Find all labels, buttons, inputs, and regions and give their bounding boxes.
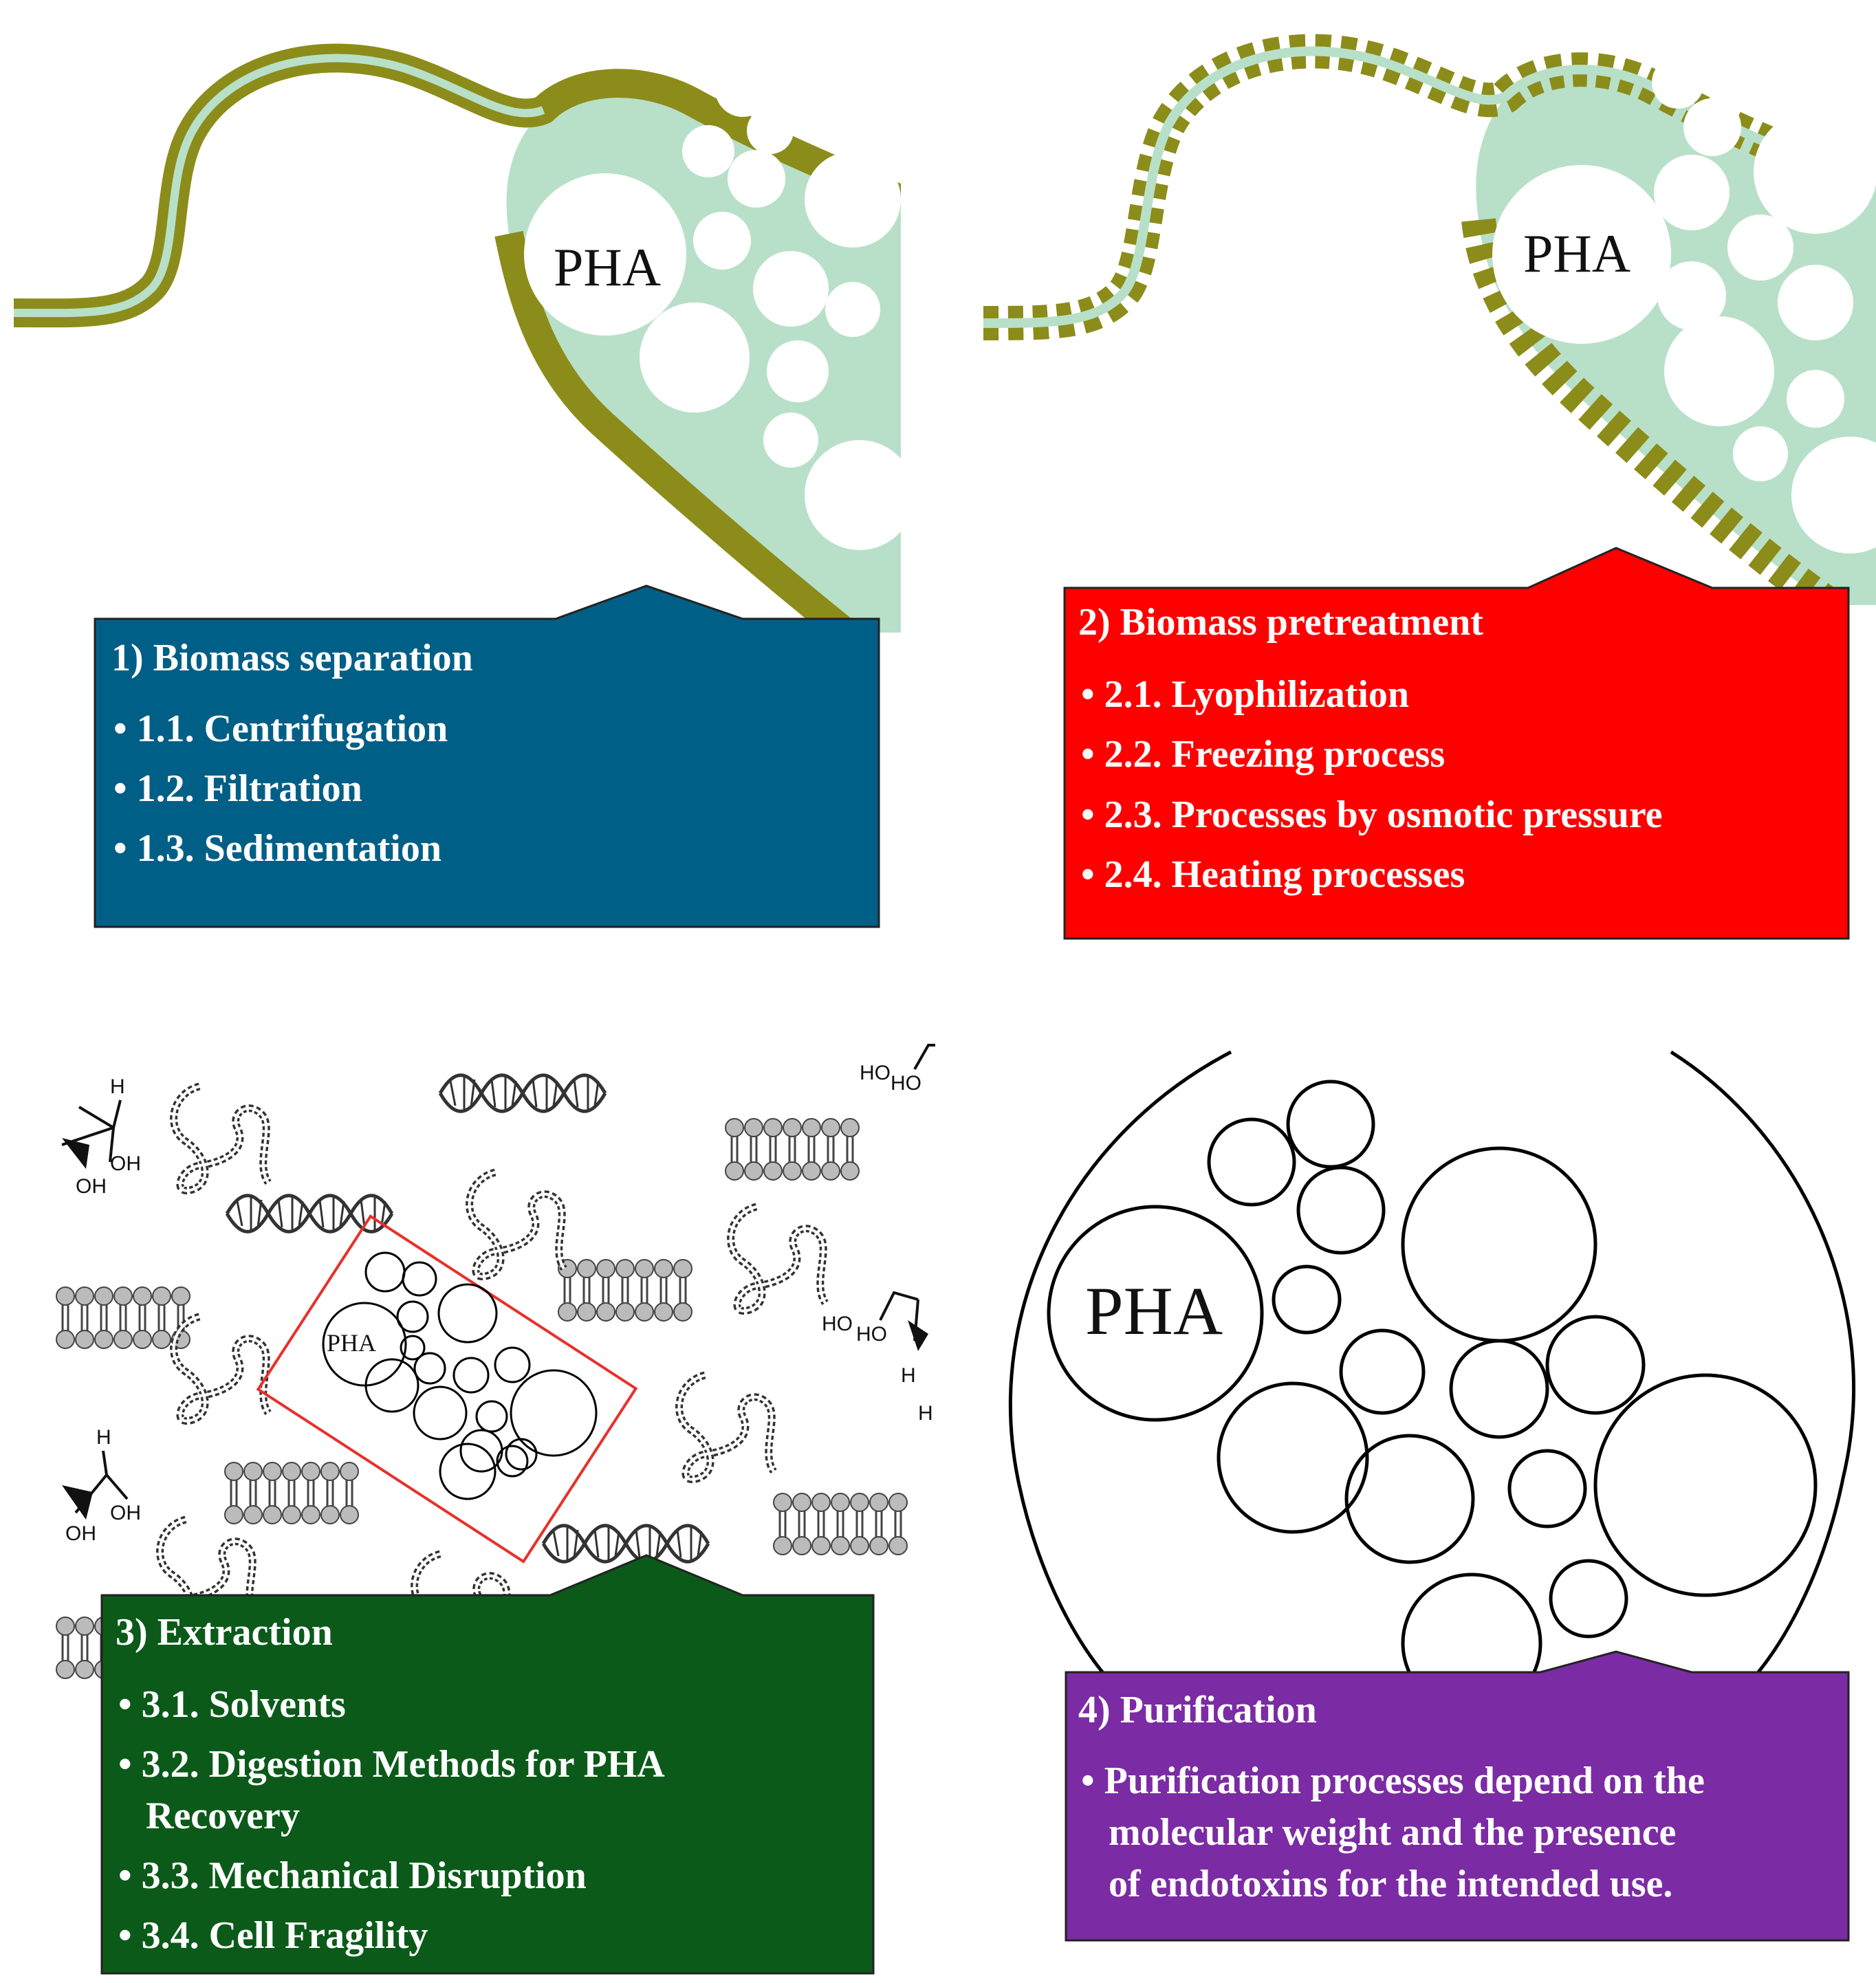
cell-boundary <box>1008 1050 1856 1700</box>
svg-text:OH: OH <box>65 1522 96 1545</box>
lipid-bilayer-icon <box>724 1117 860 1181</box>
svg-text:HO: HO <box>891 1072 921 1095</box>
pha-label: PHA <box>554 237 661 297</box>
dna-icon <box>440 1075 605 1112</box>
svg-text:OH: OH <box>76 1175 107 1198</box>
body-line: • Purification processes depend on the <box>1081 1760 1705 1802</box>
body-line: molecular weight and the presence <box>1109 1811 1676 1854</box>
protein-icon <box>731 1207 825 1311</box>
cell-wall-inner-line <box>13 54 545 318</box>
pha-label: PHA <box>327 1329 376 1357</box>
callout-title: 2) Biomass pretreatment <box>1078 601 1483 644</box>
svg-text:H: H <box>96 1426 111 1449</box>
body-line: of endotoxins for the intended use. <box>1109 1863 1672 1905</box>
list-item: • 2.2. Freezing process <box>1081 733 1445 776</box>
glycerol-molecule-icon: H OH OH <box>61 1075 141 1198</box>
panel-biomass-separation: PHA <box>13 43 901 633</box>
pha-label: PHA <box>1085 1273 1223 1349</box>
callout-title: 4) Purification <box>1078 1689 1317 1731</box>
protein-icon <box>470 1172 564 1277</box>
lipid-bilayer-icon <box>772 1492 908 1556</box>
svg-text:HO: HO <box>860 1062 891 1084</box>
panel-biomass-pretreatment: PHA <box>983 34 1876 620</box>
callout-purification: 4) Purification • Purification processes… <box>1065 1650 1850 1942</box>
list-item: • 3.4. Cell Fragility <box>118 1914 428 1957</box>
pha-granules <box>524 62 901 550</box>
glycerol-molecule-icon: HO HO <box>860 1044 935 1095</box>
panel-purification: PHA <box>1008 1050 1856 1714</box>
callout-extraction: 3) Extraction • 3.1. Solvents • 3.2. Dig… <box>100 1554 875 1975</box>
svg-text:OH: OH <box>110 1152 141 1175</box>
list-item: • 1.3. Sedimentation <box>113 827 441 870</box>
list-item: • 1.2. Filtration <box>113 767 362 810</box>
glycerol-molecule-icon: HO HO H H <box>822 1291 933 1425</box>
svg-text:HO: HO <box>856 1323 887 1346</box>
pha-granules <box>322 1251 598 1500</box>
lipid-bilayer-icon <box>557 1258 693 1322</box>
callout-title: 1) Biomass separation <box>111 637 473 679</box>
callout-biomass-separation: 1) Biomass separation • 1.1. Centrifugat… <box>94 584 880 928</box>
protein-icon <box>174 1086 268 1191</box>
list-item: • 3.2. Digestion Methods for PHA <box>118 1743 665 1786</box>
callout-title: 3) Extraction <box>116 1611 333 1654</box>
dna-icon <box>543 1526 708 1562</box>
svg-text:OH: OH <box>110 1502 141 1524</box>
protein-icon <box>679 1375 774 1480</box>
list-item-continuation: Recovery <box>146 1795 300 1837</box>
protein-icon <box>174 1317 268 1421</box>
panel-extraction: H OH OH H OH OH HO HO HO HO H H <box>55 1044 935 1680</box>
svg-text:H: H <box>918 1402 933 1425</box>
list-item: • 3.3. Mechanical Disruption <box>118 1854 587 1897</box>
svg-text:H: H <box>110 1075 125 1098</box>
glycerol-molecule-icon: H OH OH <box>62 1426 141 1545</box>
lipid-bilayer-icon <box>223 1461 360 1525</box>
svg-text:HO: HO <box>822 1313 853 1335</box>
pha-cell-frame <box>256 1214 638 1564</box>
pha-granules <box>1047 1080 1818 1714</box>
pha-label: PHA <box>1523 223 1630 283</box>
callout-biomass-pretreatment: 2) Biomass pretreatment • 2.1. Lyophiliz… <box>1063 547 1850 940</box>
pha-granules <box>1492 51 1876 554</box>
list-item: • 2.3. Processes by osmotic pressure <box>1081 793 1663 836</box>
svg-text:H: H <box>901 1364 916 1387</box>
lipid-bilayer-icon <box>55 1286 191 1350</box>
list-item: • 1.1. Centrifugation <box>113 708 448 750</box>
list-item: • 3.1. Solvents <box>118 1683 346 1726</box>
list-item: • 2.4. Heating processes <box>1081 853 1465 896</box>
dna-icon <box>227 1196 392 1232</box>
list-item: • 2.1. Lyophilization <box>1081 673 1409 716</box>
